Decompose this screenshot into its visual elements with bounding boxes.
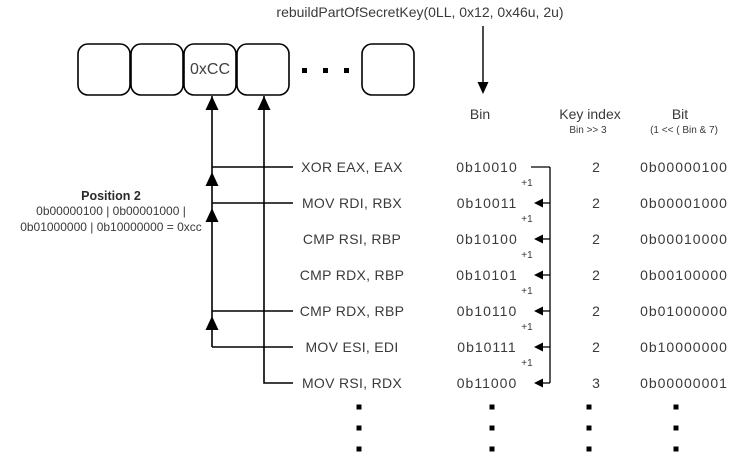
instruction-label: MOV RDI, RBX [301,195,403,211]
bit-value: 0b00000100 [640,159,728,175]
bit-value: 0b00000001 [640,375,728,391]
bin-value: 0b10010 [456,159,518,175]
increment-label: +1 [521,250,533,261]
memory-ellipsis-icon [302,68,349,73]
bin-value: 0b10011 [456,195,518,211]
instruction-label: MOV RSI, RDX [301,375,403,391]
instruction-label: CMP RSI, RBP [302,231,402,247]
bit-value: 0b00001000 [640,195,728,211]
call-arrow [477,26,489,94]
key-byte-value: 0xCC [189,61,230,78]
bin-value: 0b10110 [456,303,518,319]
function-call-label: rebuildPartOfSecretKey(0LL, 0x12, 0x46u,… [276,4,564,20]
table-row: MOV RSI, RDX 0b11000 3 0b00000001 [0,375,740,391]
key-index-value: 2 [592,231,600,247]
key-index-value: 2 [592,267,600,283]
key-index-value: 2 [592,195,600,211]
key-byte-cell-0xcc [183,43,237,96]
increment-label: +1 [521,286,533,297]
column-header-bit: Bit [671,106,689,122]
key-byte-cell [361,43,415,96]
continuation-ellipsis [356,404,679,452]
increment-label: +1 [521,178,533,189]
increment-label: +1 [521,214,533,225]
key-byte-cell [236,43,290,96]
table-row: CMP RDX, RBP 0b10110 2 0b01000000 [0,303,740,319]
increment-label: +1 [521,322,533,333]
instruction-label: CMP RDX, RBP [299,303,405,319]
instruction-label: CMP RDX, RBP [299,267,405,283]
table-row: CMP RDX, RBP 0b10101 2 0b00100000 [0,267,740,283]
position-note-or-expression-2: 0b01000000 | 0b10000000 = 0xcc [20,219,202,234]
bit-value: 0b00010000 [640,231,728,247]
instruction-label: MOV ESI, EDI [305,339,399,355]
table-row: XOR EAX, EAX 0b10010 2 0b00000100 [0,159,740,175]
key-index-value: 2 [592,159,600,175]
table-row: MOV RDI, RBX 0b10011 2 0b00001000 [0,195,740,211]
key-index-value: 2 [592,303,600,319]
secret-key-bytes [77,43,415,96]
bit-value: 0b01000000 [640,303,728,319]
position-note: Position 2 0b00000100 | 0b00001000 | 0b0… [0,189,222,235]
key-index-value: 2 [592,339,600,355]
bin-increment-chain [531,166,551,388]
bin-value: 0b10111 [457,339,517,355]
bit-value: 0b00100000 [640,267,728,283]
bit-or-connector-arrowheads [205,96,219,330]
position-note-or-expression-1: 0b00000100 | 0b00001000 | [36,204,186,218]
key-byte-cell [130,43,184,96]
column-header-bin: Bin [469,106,491,122]
bin-value: 0b10100 [456,231,518,247]
bin-value: 0b10101 [456,267,518,283]
table-row: MOV ESI, EDI 0b10111 2 0b10000000 [0,339,740,355]
bin-value: 0b11000 [456,375,518,391]
increment-label: +1 [521,358,533,369]
column-formula-bit: (1 << ( Bin & 7) [650,125,718,136]
key-byte-cell [77,43,131,96]
table-row: CMP RSI, RBP 0b10100 2 0b00010000 [0,231,740,247]
instruction-label: XOR EAX, EAX [301,159,403,175]
byte-connector-right [257,96,293,384]
position-note-title: Position 2 [81,189,141,203]
column-formula-key-index: Bin >> 3 [569,125,607,136]
bit-value: 0b10000000 [640,339,728,355]
key-index-value: 3 [592,375,600,391]
bit-or-connector-left [211,96,293,348]
column-header-key-index: Key index [559,106,621,122]
